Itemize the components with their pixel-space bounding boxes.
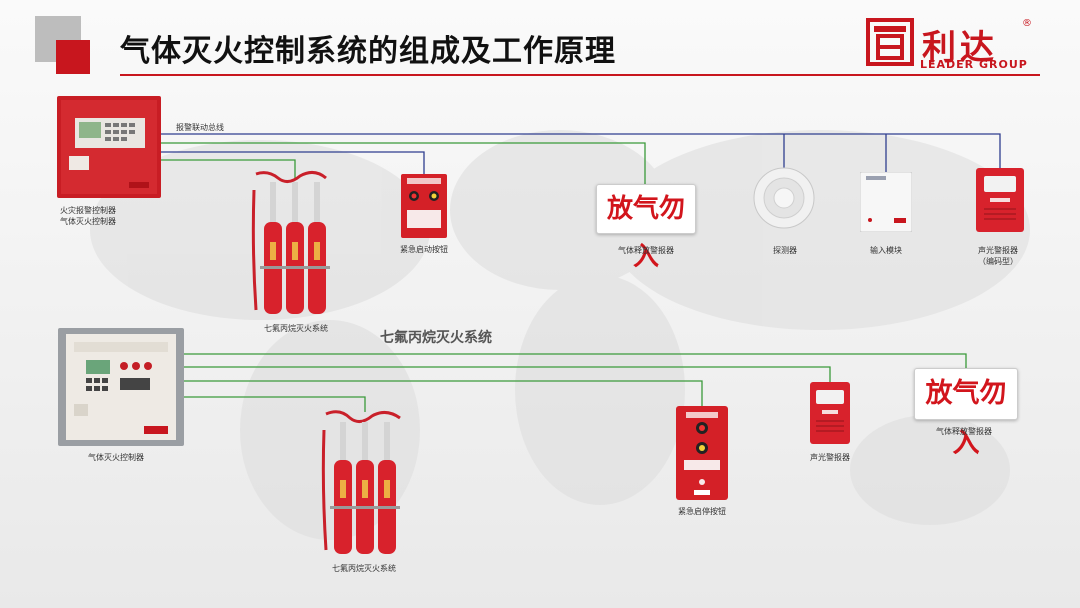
smoke-detector-icon [753, 167, 815, 229]
leader-logo-mark [866, 18, 914, 66]
bus-label: 报警联动总线 [176, 123, 224, 132]
strobe-sounder-icon [976, 168, 1024, 232]
bottom-green-cylinder-line [184, 396, 366, 412]
bottom-green-sign-line [184, 353, 967, 368]
top-sounder [976, 168, 1024, 232]
top-emergency-button [401, 174, 447, 238]
bottom-green-sounder-line [184, 366, 831, 382]
top-release-sign-text: 放气勿入 [606, 194, 685, 272]
top-sounder-label: 声光警报器 （编码型） [966, 245, 1030, 267]
bottom-cylinders-label: 七氟丙烷灭火系统 [332, 564, 396, 573]
bottom-cylinders [318, 408, 410, 558]
bottom-controller-panel [58, 328, 184, 446]
top-input-module [859, 171, 913, 233]
bottom-sounder-label: 声光警报器 [810, 453, 850, 462]
top-detector [752, 166, 816, 230]
top-controller-panel [57, 96, 161, 198]
logo-chinese-text: 利达 [922, 28, 998, 68]
bottom-sounder [810, 382, 850, 444]
top-cylinders-label: 七氟丙烷灭火系统 [264, 324, 328, 333]
bottom-release-sign-label: 气体释放警报器 [936, 427, 992, 436]
top-controller-label-text: 火灾报警控制器 气体灭火控制器 [60, 206, 116, 226]
bottom-stop-button-image [676, 406, 728, 500]
leader-logo [866, 18, 914, 66]
top-input-module-label: 输入模块 [870, 246, 902, 255]
top-cylinders [248, 170, 338, 320]
logo-registered-mark: ® [1022, 18, 1032, 29]
input-module-icon [859, 171, 913, 233]
bottom-stop-button [676, 406, 728, 500]
top-release-sign: 放气勿入 [596, 184, 696, 272]
bottom-strobe-sounder-icon [810, 382, 850, 444]
bottom-cylinders-image [321, 410, 401, 554]
top-emergency-button-label: 紧急启动按钮 [400, 245, 448, 254]
bottom-stop-button-label: 紧急启停按钮 [678, 507, 726, 516]
bottom-release-sign-text: 放气勿入 [925, 378, 1007, 459]
bottom-green-button-line [184, 380, 703, 406]
bottom-controller-label: 气体灭火控制器 [88, 453, 144, 462]
header-square-red [56, 40, 90, 74]
bottom-release-sign: 放气勿入 [914, 368, 1018, 459]
top-sounder-label-text: 声光警报器 （编码型） [978, 246, 1018, 266]
bottom-system-title: 七氟丙烷灭火系统 [380, 330, 492, 346]
top-controller-label: 火灾报警控制器 气体灭火控制器 [60, 205, 140, 227]
header-rule [120, 74, 1040, 76]
top-emergency-button-image [401, 174, 447, 238]
top-detector-label: 探测器 [773, 246, 797, 255]
logo-english-text: LEADER GROUP [920, 58, 1028, 71]
page-title: 气体灭火控制系统的组成及工作原理 [120, 34, 616, 69]
top-release-sign-label: 气体释放警报器 [618, 246, 674, 255]
top-green-sign-line [160, 142, 646, 184]
top-controller-image [57, 96, 161, 198]
top-green-cylinder-line [160, 159, 296, 178]
bottom-controller-image [58, 328, 184, 446]
top-bus-button-line [160, 151, 425, 174]
top-bus-blue [160, 133, 1001, 170]
top-cylinders-image [251, 171, 330, 314]
